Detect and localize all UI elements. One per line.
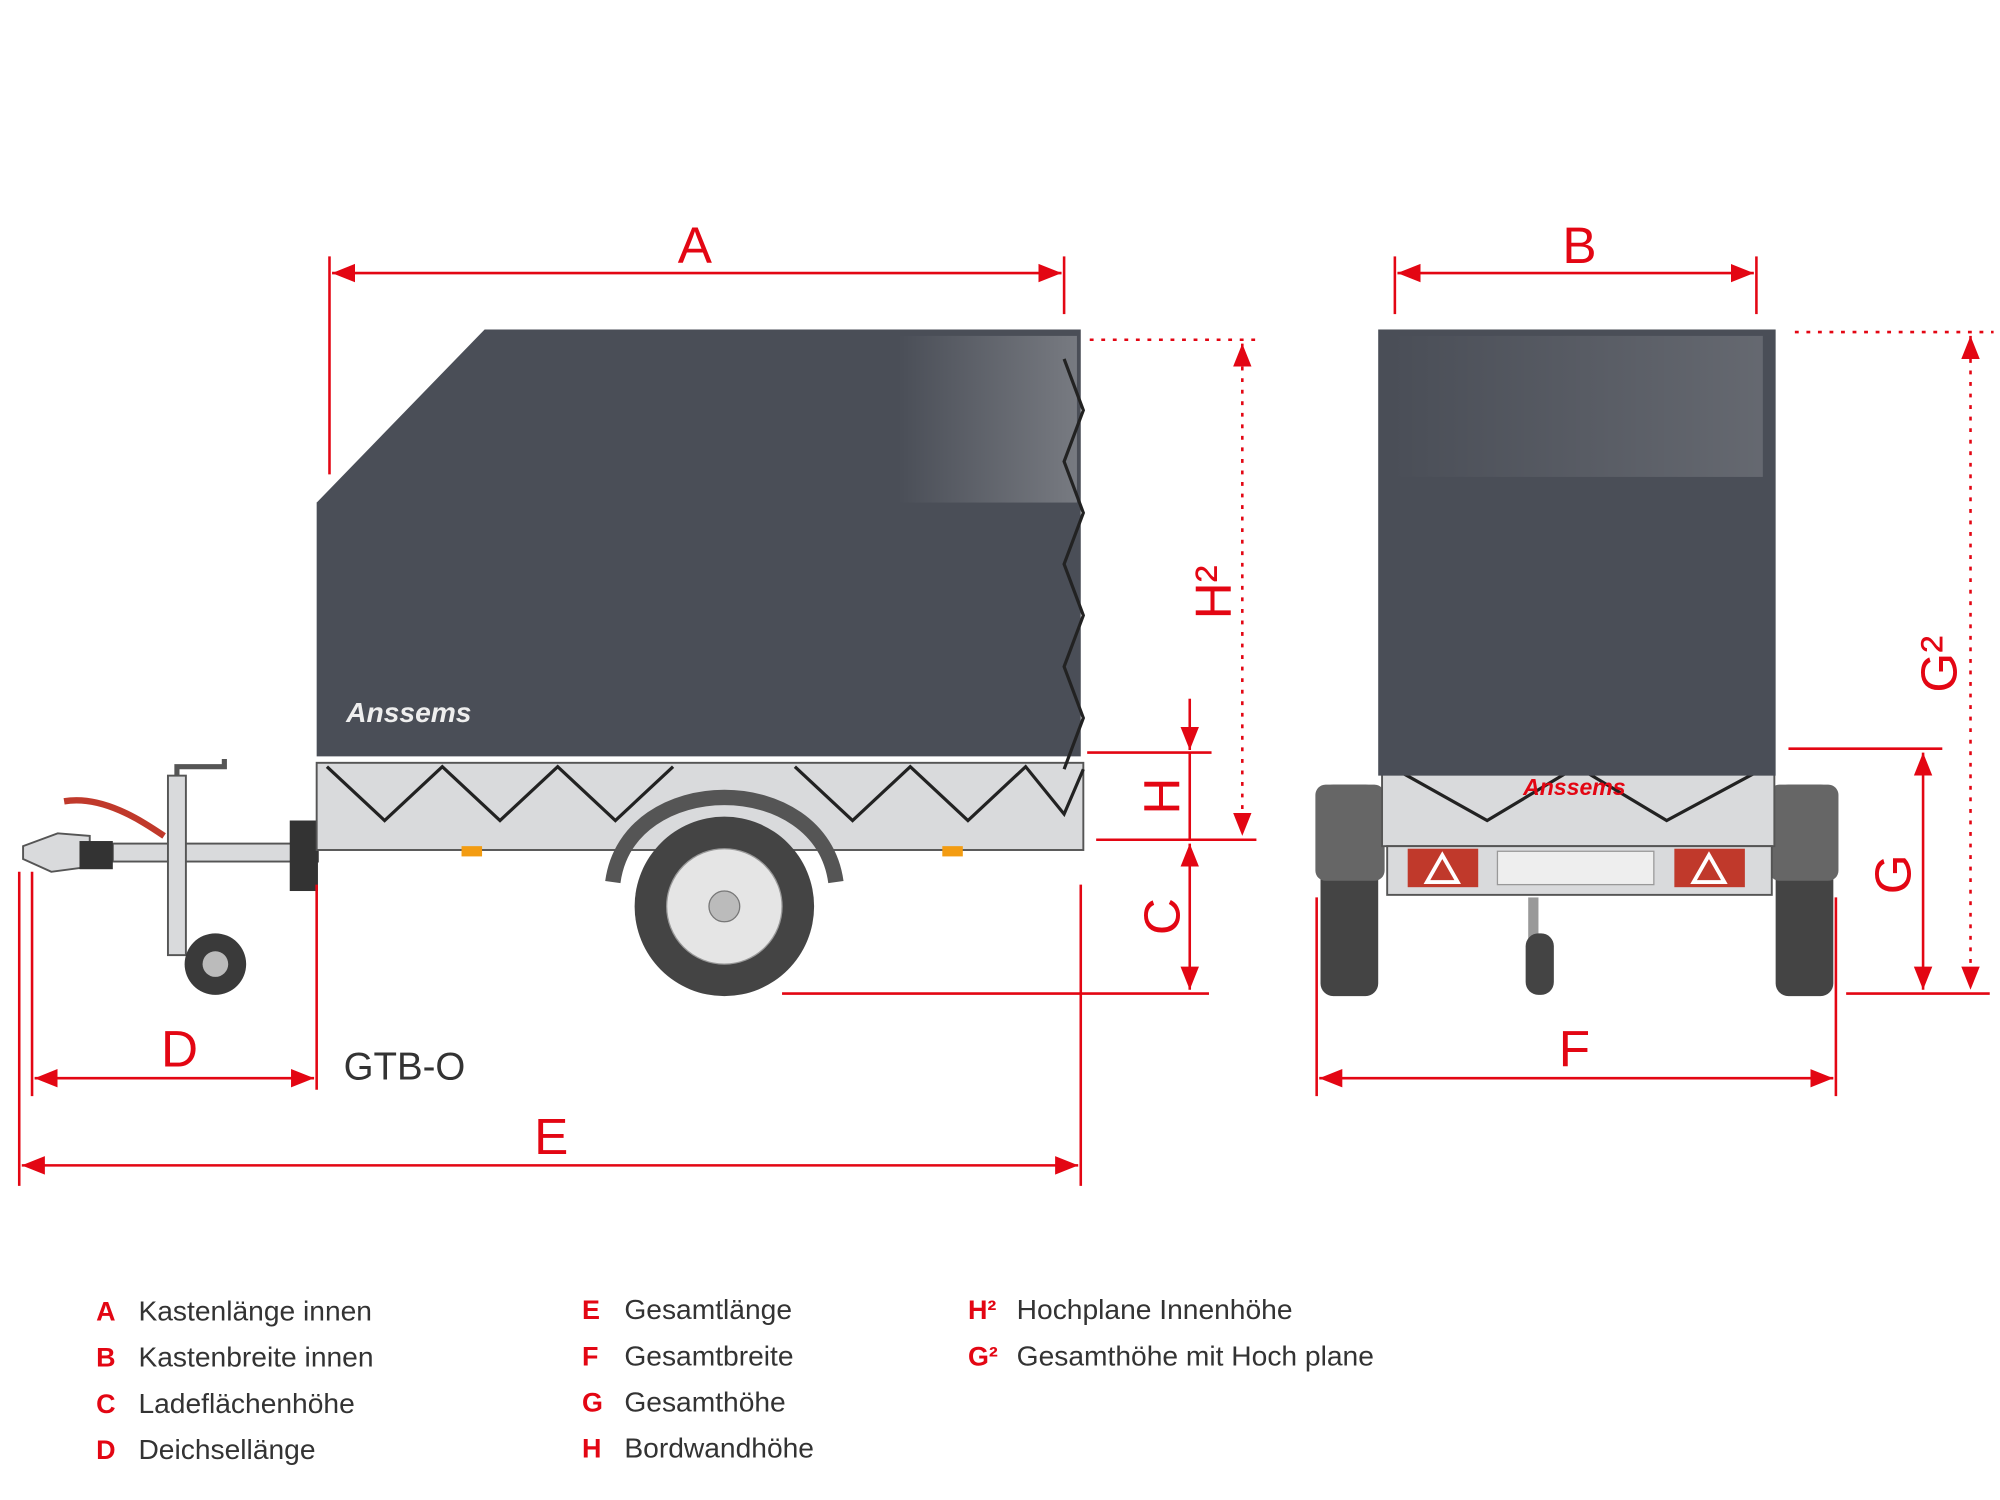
dimension-C: C bbox=[782, 843, 1209, 995]
jockey-crank bbox=[174, 758, 227, 776]
legend-item: G Gesamthöhe bbox=[582, 1386, 786, 1418]
legend-text: Gesamtlänge bbox=[624, 1293, 792, 1325]
side-reflector bbox=[942, 846, 963, 857]
legend-item: A Kastenlänge innen bbox=[96, 1295, 372, 1327]
legend: A Kastenlänge innen B Kastenbreite innen C… bbox=[96, 1293, 1374, 1465]
drawbar bbox=[111, 842, 319, 863]
model-name: GTB-O bbox=[344, 1045, 466, 1088]
legend-text: Hochplane Innenhöhe bbox=[1017, 1293, 1293, 1325]
fender bbox=[605, 789, 844, 884]
dimension-E: E bbox=[17, 871, 1083, 1186]
rear-view-trailer: Anssems bbox=[1315, 329, 1839, 997]
jockey-wheel-hub bbox=[202, 951, 229, 977]
legend-item: G² Gesamthöhe mit Hoch plane bbox=[968, 1339, 1374, 1371]
tarp-ropes bbox=[325, 764, 1085, 823]
triangle-reflector-icon bbox=[1423, 851, 1462, 884]
dim-label-d: D bbox=[161, 1021, 198, 1078]
cable bbox=[63, 797, 166, 839]
side-tarp bbox=[316, 329, 1081, 757]
legend-key: B bbox=[96, 1343, 115, 1373]
dimension-F: F bbox=[1315, 897, 1838, 1097]
legend-key: G bbox=[582, 1388, 603, 1418]
side-view-trailer: Anssems bbox=[22, 329, 1086, 997]
rear-jockey-post bbox=[1528, 897, 1539, 949]
legend-item: H² Hochplane Innenhöhe bbox=[968, 1293, 1293, 1325]
legend-text: Gesamthöhe bbox=[624, 1386, 785, 1418]
dimension-G: G bbox=[1788, 747, 1990, 995]
dim-label-f: F bbox=[1559, 1021, 1590, 1078]
brand-logo: Anssems bbox=[345, 696, 471, 728]
rear-fender-right bbox=[1769, 784, 1839, 881]
legend-item: E Gesamtlänge bbox=[582, 1293, 792, 1325]
dimension-G2: G² bbox=[1794, 330, 1994, 990]
dimension-A: A bbox=[328, 217, 1066, 475]
legend-item: H Bordwandhöhe bbox=[582, 1432, 814, 1464]
side-wheel-hub bbox=[708, 890, 741, 923]
dimension-B: B bbox=[1393, 217, 1758, 315]
legend-text: Kastenlänge innen bbox=[138, 1295, 372, 1327]
dimension-H2: H² bbox=[1089, 338, 1257, 836]
dim-label-h: H bbox=[1133, 778, 1190, 815]
legend-text: Deichsellänge bbox=[138, 1433, 315, 1465]
dim-label-g: G bbox=[1864, 854, 1921, 894]
legend-text: Gesamtbreite bbox=[624, 1339, 793, 1371]
legend-key: H² bbox=[968, 1295, 996, 1325]
legend-key: G² bbox=[968, 1341, 998, 1371]
dim-label-b: B bbox=[1562, 217, 1596, 274]
legend-item: B Kastenbreite innen bbox=[96, 1341, 373, 1373]
tarp-side-lacing bbox=[1062, 358, 1086, 770]
dim-label-h2: H² bbox=[1185, 565, 1242, 619]
legend-item: F Gesamtbreite bbox=[582, 1339, 794, 1371]
dim-label-g2: G² bbox=[1910, 636, 1967, 693]
rear-fender-left bbox=[1315, 784, 1385, 881]
brake-lever bbox=[289, 820, 318, 892]
legend-text: Gesamthöhe mit Hoch plane bbox=[1017, 1339, 1374, 1371]
legend-text: Ladeflächenhöhe bbox=[138, 1387, 354, 1419]
dimension-H: H bbox=[1087, 698, 1257, 842]
rear-brand-logo: Anssems bbox=[1522, 774, 1626, 800]
bellows bbox=[79, 841, 113, 870]
legend-key: F bbox=[582, 1341, 598, 1371]
legend-text: Bordwandhöhe bbox=[624, 1432, 814, 1464]
legend-key: A bbox=[96, 1297, 115, 1327]
triangle-reflector-icon bbox=[1690, 851, 1728, 884]
tarp-sheen bbox=[897, 335, 1077, 503]
dim-label-a: A bbox=[678, 217, 713, 274]
license-plate-area bbox=[1496, 850, 1655, 886]
legend-text: Kastenbreite innen bbox=[138, 1341, 373, 1373]
dimension-D: D bbox=[30, 871, 318, 1097]
legend-key: E bbox=[582, 1295, 600, 1325]
dim-label-c: C bbox=[1133, 898, 1190, 935]
legend-key: D bbox=[96, 1435, 115, 1465]
dim-label-e: E bbox=[534, 1108, 568, 1165]
legend-key: C bbox=[96, 1389, 115, 1419]
rear-tarp-sheen bbox=[1391, 335, 1763, 477]
legend-item: C Ladeflächenhöhe bbox=[96, 1387, 355, 1419]
legend-item: D Deichsellänge bbox=[96, 1433, 315, 1465]
rear-jockey-wheel bbox=[1525, 933, 1554, 995]
legend-key: H bbox=[582, 1434, 601, 1464]
jockey-post bbox=[166, 774, 187, 957]
side-reflector bbox=[461, 846, 483, 857]
